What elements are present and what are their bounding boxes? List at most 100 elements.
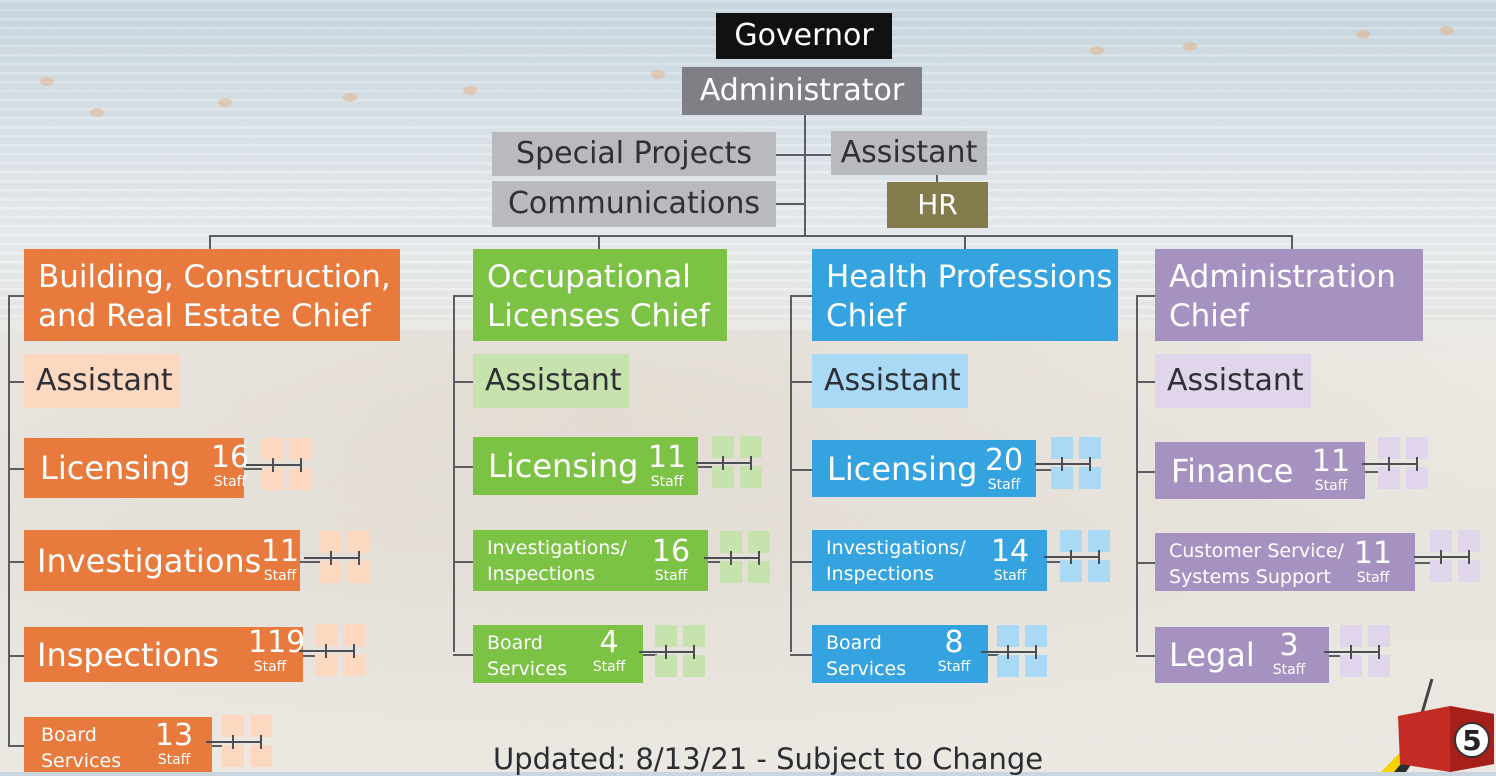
assistant-connector: [8, 381, 24, 383]
staff-bracket-icon: [353, 644, 355, 658]
staff-bracket-icon: [1035, 463, 1091, 465]
staff-square-icon: [315, 654, 337, 676]
staff-square-icon: [262, 438, 284, 460]
assistant-connector: [453, 381, 473, 383]
unit-connector: [453, 654, 473, 656]
division-chief-label: Building, Construction,: [38, 259, 391, 295]
staff-label: Staff: [263, 568, 297, 584]
unit-name-label: Licensing: [488, 447, 639, 485]
footer-text: Updated: 8/13/21 - Subject to Change: [493, 742, 1044, 776]
division-chief-label: Administration: [1169, 259, 1396, 295]
staff-square-icon: [1458, 560, 1480, 582]
staff-label: Staff: [592, 659, 626, 675]
connector-line: [964, 235, 966, 249]
staff-bracket-icon: [639, 651, 695, 653]
staff-bracket-icon: [1044, 556, 1100, 558]
staff-bracket-icon: [1007, 645, 1009, 659]
division-chief-label: Chief: [826, 298, 906, 334]
unit-name-label: Finance: [1171, 451, 1294, 490]
staff-bracket-icon: [246, 464, 302, 466]
staff-label: Staff: [937, 659, 971, 675]
unit-icon-connector: [708, 560, 722, 563]
staff-bracket-icon: [358, 551, 360, 565]
staff-group-icon: [246, 438, 314, 490]
unit-connector: [1136, 655, 1155, 657]
unit-connector: [1136, 562, 1155, 564]
staff-square-icon: [1368, 625, 1390, 647]
staff-bracket-icon: [325, 644, 327, 658]
unit-name-label: Customer Service/: [1169, 540, 1344, 562]
division-connector-tick: [8, 295, 24, 297]
staff-label: Staff: [213, 474, 247, 490]
unit-name-label: Licensing: [827, 449, 978, 488]
staff-count: 11: [1353, 536, 1393, 571]
staff-square-icon: [997, 625, 1019, 647]
staff-bracket-icon: [1324, 651, 1380, 653]
division-assistant-box: Assistant: [473, 354, 629, 408]
staff-bracket-icon: [1468, 550, 1470, 564]
unit-connector: [790, 468, 812, 471]
staff-bracket-icon: [696, 462, 752, 464]
unit-connector: [8, 744, 24, 747]
staff-count: 119: [248, 625, 306, 660]
connector-line: [804, 114, 806, 236]
unit-name-label: Legal: [1169, 636, 1255, 674]
staff-square-icon: [1060, 560, 1082, 582]
staff-bracket-icon: [1416, 457, 1418, 471]
governor-box: Governor: [716, 13, 892, 59]
unit-name-label: Investigations/: [487, 537, 627, 559]
staff-group-icon: [704, 531, 772, 583]
staff-bracket-icon: [704, 557, 760, 559]
staff-square-icon: [1368, 655, 1390, 677]
staff-group-icon: [981, 625, 1049, 677]
staff-square-icon: [348, 561, 370, 583]
special-projects-box: Special Projects: [492, 132, 776, 176]
staff-square-icon: [683, 625, 705, 647]
logo-number: 5: [1462, 724, 1481, 757]
unit-name-label: Investigations/: [826, 537, 966, 559]
staff-group-icon: [1035, 437, 1103, 489]
logo-number-circle: [1454, 722, 1490, 758]
staff-group-icon: [1362, 437, 1430, 489]
staff-bracket-icon: [272, 458, 274, 472]
division-assistant-box: Assistant: [812, 354, 968, 408]
connector-line: [776, 154, 832, 156]
unit-icon-connector: [1329, 655, 1342, 657]
staff-bracket-icon: [730, 551, 732, 565]
staff-bracket-icon: [300, 458, 302, 472]
buoy-decoration: [1090, 46, 1104, 55]
staff-square-icon: [1025, 655, 1047, 677]
staff-square-icon: [997, 655, 1019, 677]
staff-count: 3: [1279, 628, 1299, 663]
division-connector-bar: [8, 295, 10, 745]
staff-bracket-icon: [1440, 550, 1442, 564]
unit-connector: [8, 654, 24, 657]
unit-name-label: Inspections: [37, 635, 219, 674]
staff-count: 20: [984, 443, 1024, 478]
division-connector-bar: [790, 295, 792, 652]
staff-bracket-icon: [1378, 645, 1380, 659]
division-chief-label: Chief: [1169, 298, 1249, 334]
communications-label: Communications: [507, 186, 761, 221]
buoy-decoration: [651, 70, 665, 79]
unit-connector: [1136, 470, 1155, 473]
unit-icon-connector: [1036, 468, 1053, 471]
staff-group-icon: [304, 531, 372, 583]
unit-connector: [8, 560, 24, 563]
buoy-decoration: [40, 77, 54, 86]
staff-square-icon: [748, 531, 770, 553]
division-connector-bar: [453, 295, 455, 652]
staff-square-icon: [1378, 467, 1400, 489]
staff-square-icon: [290, 468, 312, 490]
staff-group-icon: [1044, 530, 1112, 582]
unit-name-label: Services: [826, 658, 907, 680]
assistant-connector: [1136, 381, 1155, 383]
unit-name-label: Board: [487, 632, 543, 654]
unit-icon-connector: [643, 654, 657, 656]
